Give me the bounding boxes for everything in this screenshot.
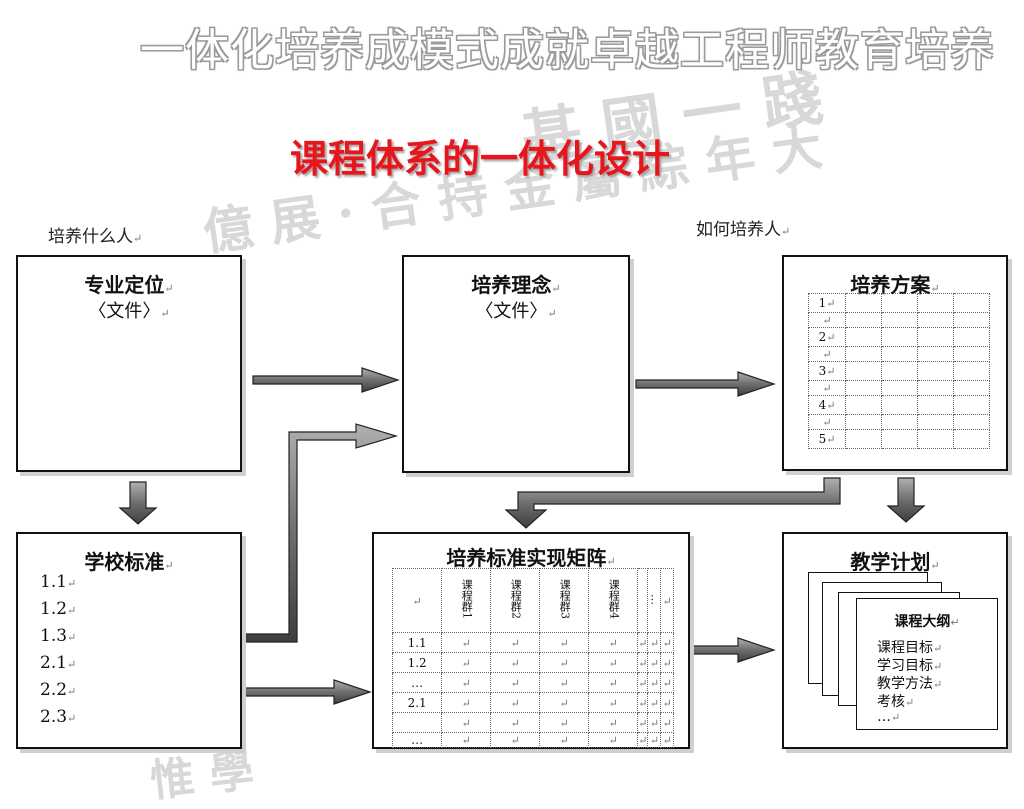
box-jiaoxue-jihua: 教学计划↵ 课程大纲↵ 课程目标↵ 学习目标↵ 教学方法↵ 考核↵ …↵: [782, 532, 1008, 749]
para-mark: ↵: [160, 307, 170, 320]
arrow-down-1: [118, 481, 158, 525]
para-mark: ↵: [930, 282, 940, 295]
outline-page-front: 课程大纲↵ 课程目标↵ 学习目标↵ 教学方法↵ 考核↵ …↵: [856, 598, 998, 730]
matrix-corner: ↵: [391, 568, 443, 633]
connector-arrows: [118, 367, 926, 705]
caption-left: 培养什么人↵: [48, 222, 142, 247]
fangan-row-label: 5↵: [808, 429, 846, 449]
matrix-col-head: 课程群3: [539, 568, 590, 633]
matrix-table: ↵ 课程群1 课程群2 课程群3 课程群4 … ↵ 1.1↵↵↵↵↵↵↵ 1.2…: [391, 568, 674, 748]
box-subtitle: 〈文件〉↵: [88, 301, 170, 322]
matrix-row-head: …: [391, 732, 443, 748]
matrix-row-head: …: [391, 672, 443, 693]
matrix-row-head: 1.1: [391, 632, 443, 653]
fangan-row-label: 2↵: [808, 327, 846, 347]
arrow-right-1: [252, 367, 400, 393]
para-mark: ↵: [606, 555, 616, 568]
para-mark: ↵: [164, 559, 174, 572]
fangan-row-spacer: ↵: [808, 312, 846, 328]
matrix-col-head: 课程群1: [441, 568, 492, 633]
outline-item: 课程目标↵: [877, 640, 943, 656]
arrow-elbow-up: [242, 423, 399, 643]
outline-item: 考核↵: [877, 694, 915, 710]
slide-title: 课程体系的一体化设计: [289, 137, 670, 181]
para-mark: ↵: [930, 559, 940, 572]
biaozhun-item: 1.3↵: [40, 626, 77, 646]
fangan-row-spacer: ↵: [808, 414, 846, 430]
arrow-elbow-down: [504, 477, 841, 529]
fangan-row-label: 1↵: [808, 293, 846, 313]
matrix-row-head: 1.2: [391, 652, 443, 673]
box-title: 教学计划↵: [850, 550, 940, 574]
matrix-col-head: 课程群4: [588, 568, 639, 633]
matrix-col-head: [637, 568, 649, 633]
matrix-col-head: 课程群2: [490, 568, 541, 633]
para-mark: ↵: [133, 232, 143, 245]
fangan-row-label: 3↵: [808, 361, 846, 381]
box-biaozhun-juzhen: 培养标准实现矩阵↵ ↵ 课程群1 课程群2 课程群3 课程群4 … ↵ 1.1↵…: [372, 532, 690, 749]
arrow-right-4: [689, 637, 776, 663]
para-mark: ↵: [551, 282, 561, 295]
box-peiyang-fangan: 培养方案↵ 1↵ ↵ 2↵ ↵ 3↵ ↵ 4↵ ↵ 5↵: [782, 255, 1008, 471]
biaozhun-item: 2.2↵: [40, 680, 77, 700]
box-peiyang-linian: 培养理念↵ 〈文件〉↵: [402, 255, 630, 473]
box-zhuanye-dingwei: 专业定位↵ 〈文件〉↵: [16, 255, 242, 472]
box-xuexiao-biaozhun: 学校标准↵ 1.1↵ 1.2↵ 1.3↵ 2.1↵ 2.2↵ 2.3↵: [16, 532, 242, 749]
caption-left-text: 培养什么人: [48, 227, 133, 247]
arrow-down-2: [886, 477, 926, 523]
para-mark: ↵: [547, 307, 557, 320]
fangan-table: 1↵ ↵ 2↵ ↵ 3↵ ↵ 4↵ ↵ 5↵: [808, 293, 990, 449]
para-mark: ↵: [164, 282, 174, 295]
para-mark: ↵: [781, 225, 791, 238]
caption-right: 如何培养人↵: [696, 215, 790, 240]
arrow-right-3: [242, 679, 372, 705]
biaozhun-item: 2.1↵: [40, 653, 77, 673]
outline-item: 学习目标↵: [877, 658, 943, 674]
matrix-col-end: ↵: [660, 568, 674, 633]
box-title: 培养标准实现矩阵↵: [446, 546, 616, 570]
biaozhun-item: 2.3↵: [40, 707, 77, 727]
arrow-right-2: [635, 371, 776, 397]
biaozhun-item: 1.1↵: [40, 572, 77, 592]
banner-heading: 一体化培养成模式成就卓越工程师教育培养: [140, 25, 995, 76]
outline-title: 课程大纲↵: [894, 614, 960, 630]
fangan-row-label: 4↵: [808, 395, 846, 415]
outline-item: …↵: [877, 709, 901, 725]
box-title: 专业定位↵: [84, 273, 174, 297]
matrix-row-head: 2.1: [391, 692, 443, 713]
fangan-row-spacer: ↵: [808, 380, 846, 396]
matrix-row-head: [391, 712, 443, 733]
box-title: 学校标准↵: [84, 550, 174, 574]
box-subtitle: 〈文件〉↵: [475, 301, 557, 322]
outline-item: 教学方法↵: [877, 676, 943, 692]
box-title: 培养理念↵: [471, 273, 561, 297]
caption-right-text: 如何培养人: [696, 220, 781, 240]
fangan-row-spacer: ↵: [808, 346, 846, 362]
biaozhun-item: 1.2↵: [40, 599, 77, 619]
matrix-col-head: …: [647, 568, 662, 633]
